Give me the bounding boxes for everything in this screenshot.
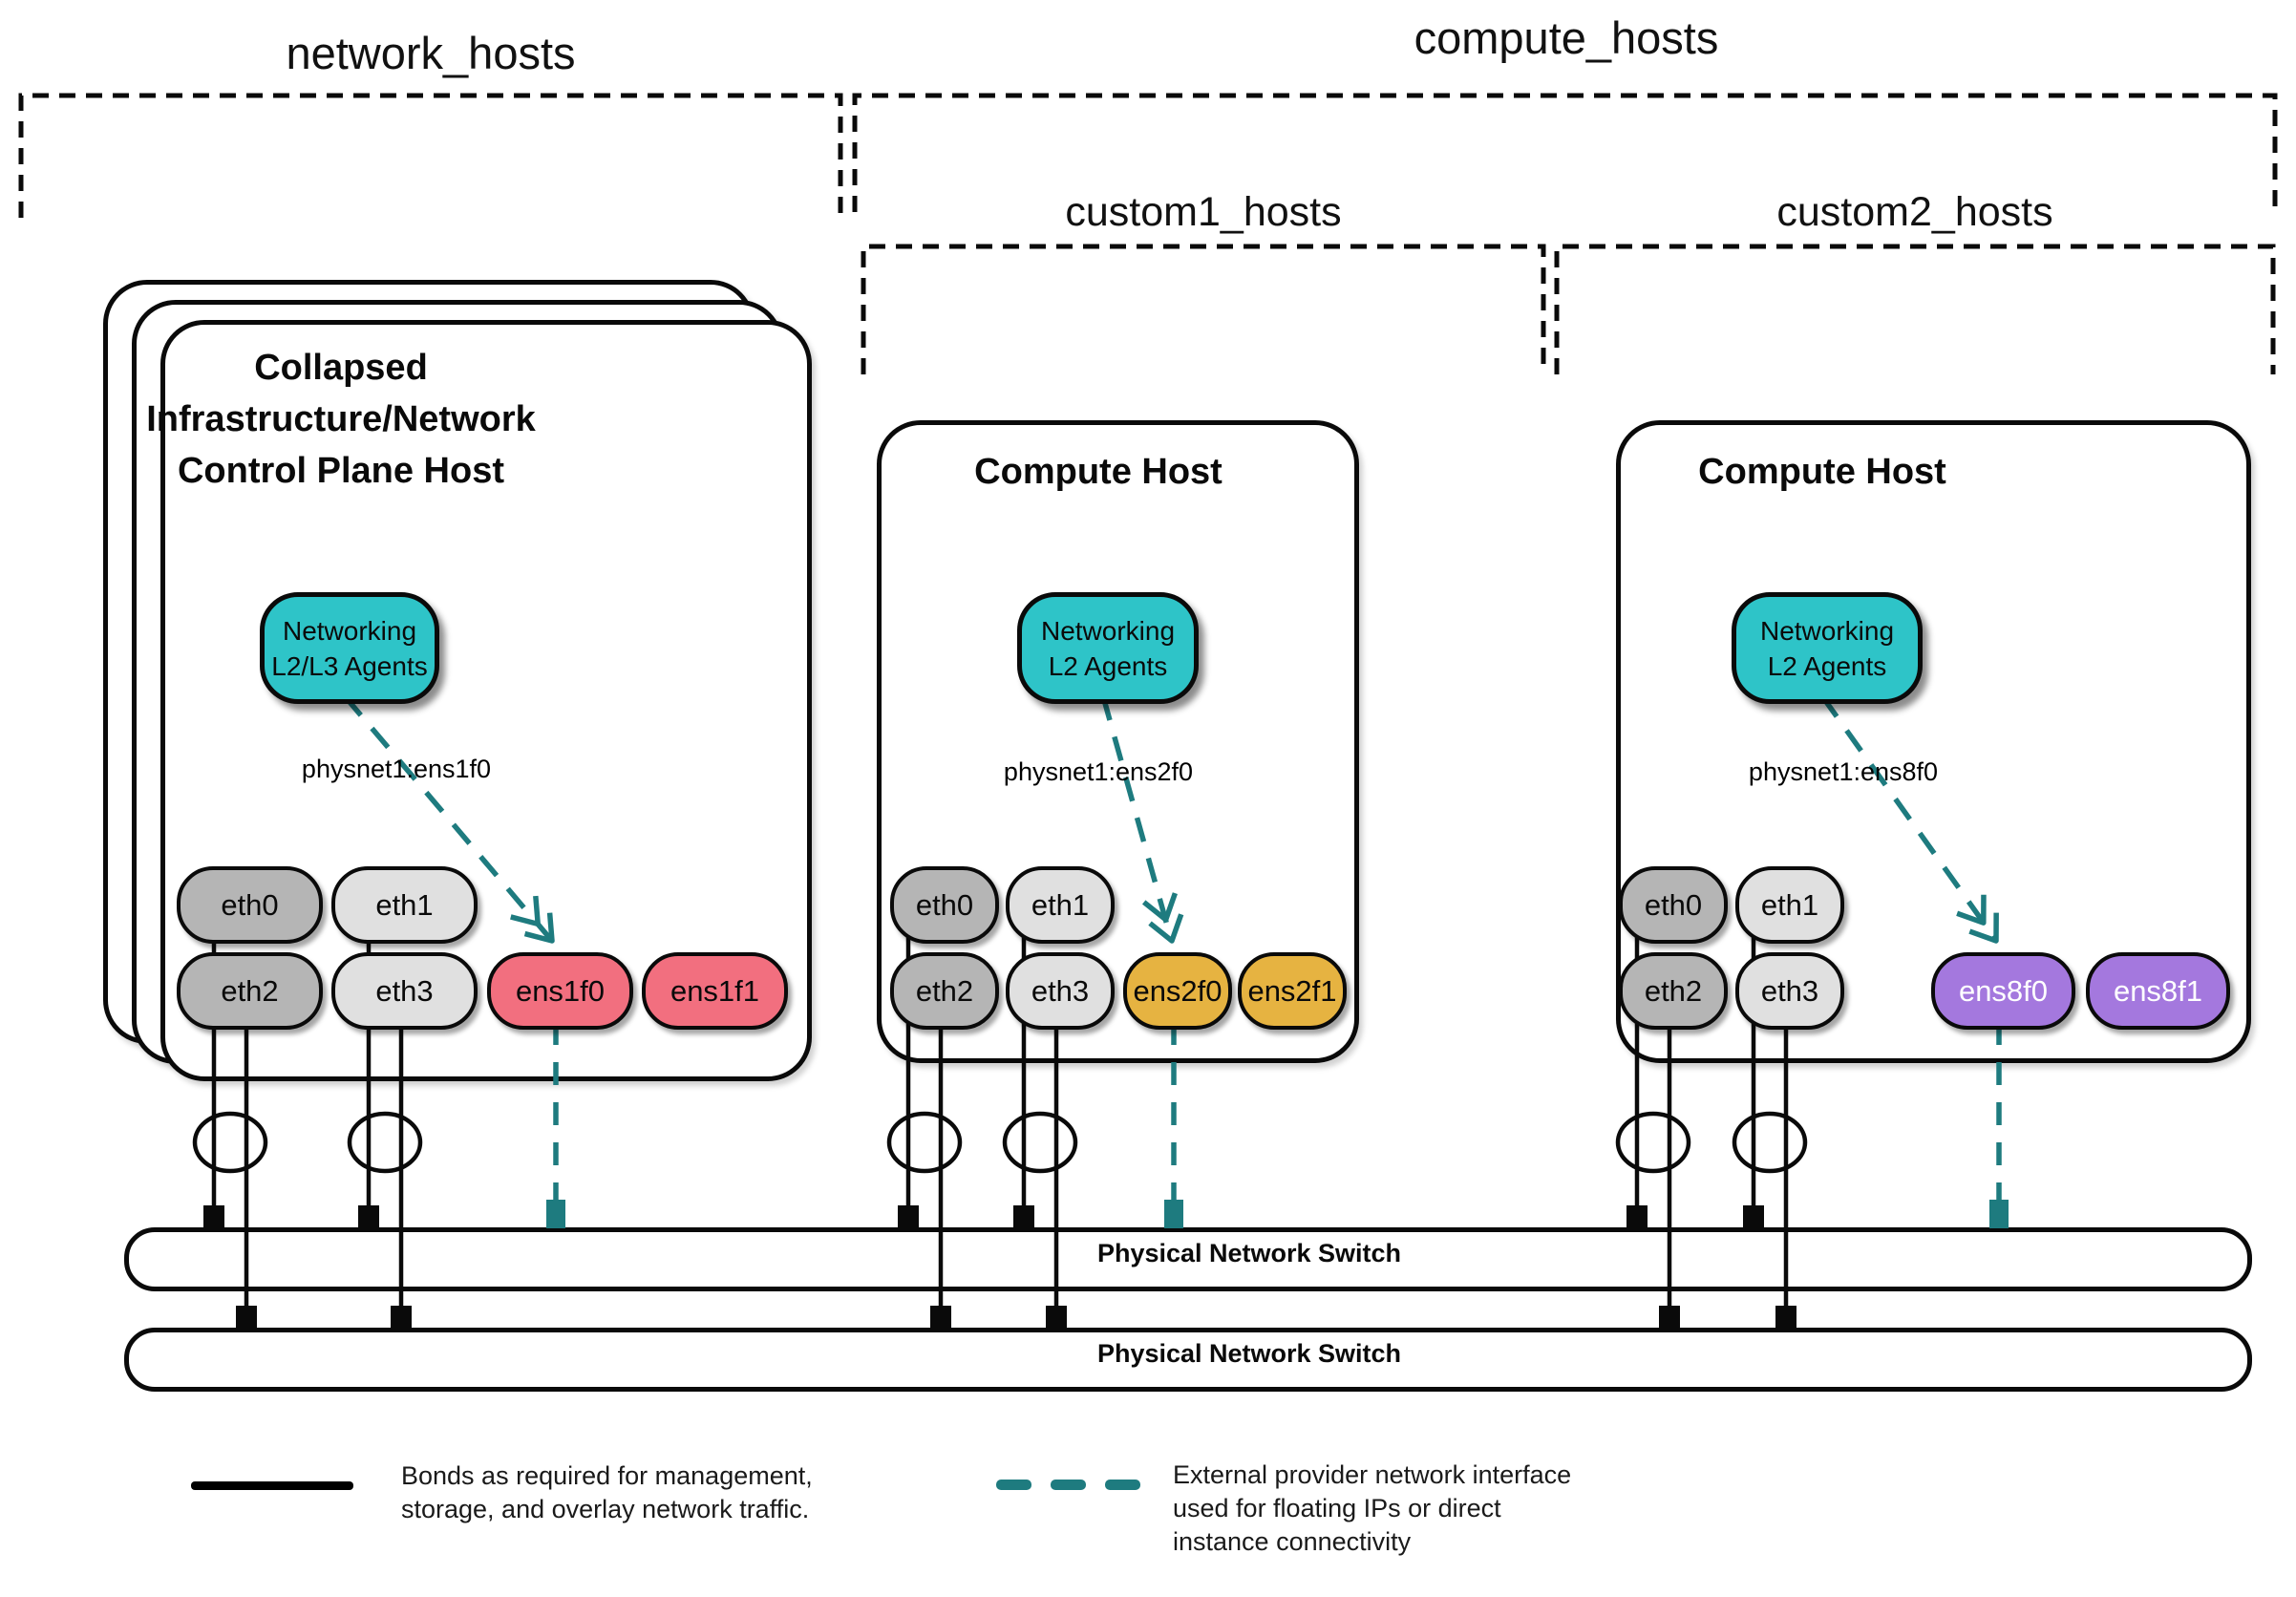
- nic-pill: eth0: [890, 866, 999, 944]
- host1-title-line3: Control Plane Host: [177, 451, 505, 491]
- nic-pill: eth1: [1006, 866, 1115, 944]
- legend-bond-line-icon: [191, 1481, 353, 1490]
- legend-external-dash-icon: [1105, 1480, 1140, 1490]
- bond-ellipse-icons: [192, 1111, 1808, 1174]
- physical-switch-2: [124, 1328, 2252, 1392]
- nic-pill: eth1: [331, 866, 478, 944]
- nic-pill: eth3: [1006, 952, 1115, 1030]
- nic-pill-provider: ens2f1: [1238, 952, 1347, 1030]
- legend-external-line1: External provider network interface: [1173, 1460, 1572, 1489]
- host2-title-line1: Compute Host: [974, 452, 1222, 492]
- host1-title-line1: Collapsed: [254, 348, 428, 388]
- host1-agent-box: Networking L2/L3 Agents: [260, 592, 439, 704]
- nic-pill: eth2: [890, 952, 999, 1030]
- host3-agent-box: Networking L2 Agents: [1732, 592, 1923, 704]
- host1-agent-line2: L2/L3 Agents: [271, 650, 428, 681]
- legend-external-text: External provider network interface used…: [1173, 1459, 1571, 1559]
- host2-title: Compute Host: [883, 446, 1313, 498]
- external-connector-squares: [546, 1200, 2009, 1228]
- physical-switch-1-label: Physical Network Switch: [1096, 1239, 1402, 1267]
- switch2-connector-squares: [236, 1306, 1796, 1329]
- host3-title-line1: Compute Host: [1698, 452, 1946, 492]
- external-network-wires: [553, 1022, 2002, 1200]
- nic-pill: eth1: [1735, 866, 1844, 944]
- nic-pill: eth3: [1735, 952, 1844, 1030]
- nic-pill-provider: ens1f1: [642, 952, 788, 1030]
- legend-bond-line2: storage, and overlay network traffic.: [401, 1495, 810, 1523]
- arrow-head-icon-host1: [510, 895, 555, 944]
- host2-physnet-label: physnet1:ens2f0: [1003, 757, 1194, 786]
- physical-switch-1: [124, 1227, 2252, 1291]
- legend-external-dash-icon: [996, 1480, 1031, 1490]
- network-hosts-label: network_hosts: [286, 28, 576, 78]
- nic-pill: eth0: [177, 866, 323, 944]
- legend-external-dash-icon: [1051, 1480, 1086, 1490]
- bracket-custom1-hosts: [861, 244, 1546, 374]
- nic-pill-provider: ens2f0: [1123, 952, 1232, 1030]
- host1-agent-line1: Networking: [282, 615, 417, 646]
- nic-pill-provider: ens1f0: [487, 952, 633, 1030]
- nic-pill: eth2: [1619, 952, 1728, 1030]
- host2-agent-line2: L2 Agents: [1048, 650, 1168, 681]
- host1-title-line2: Infrastructure/Network: [146, 399, 536, 439]
- host3-title: Compute Host: [1607, 446, 2037, 498]
- host3-physnet-label: physnet1:ens8f0: [1748, 757, 1939, 786]
- arrow-head-icon-host3: [1956, 894, 1999, 944]
- custom2-hosts-label: custom2_hosts: [1776, 189, 2053, 235]
- legend-bond-line1: Bonds as required for management,: [401, 1461, 813, 1490]
- legend-external-line3: instance connectivity: [1173, 1527, 1412, 1556]
- custom1-hosts-label: custom1_hosts: [1065, 189, 1342, 235]
- nic-pill-provider: ens8f1: [2086, 952, 2230, 1030]
- host3-agent-line1: Networking: [1759, 615, 1895, 646]
- nic-pill: eth2: [177, 952, 323, 1030]
- host1-title: Collapsed Infrastructure/Network Control…: [102, 342, 580, 497]
- host1-physnet-label: physnet1:ens1f0: [301, 755, 492, 783]
- bracket-network-hosts: [18, 93, 843, 218]
- arrow-head-icon-host2: [1141, 892, 1184, 944]
- host1-bond-wires: [211, 936, 404, 1306]
- legend-external-line2: used for floating IPs or direct: [1173, 1494, 1501, 1522]
- legend-bond-text: Bonds as required for management, storag…: [401, 1459, 813, 1526]
- nic-pill: eth3: [331, 952, 478, 1030]
- bracket-compute-hosts: [852, 93, 2278, 212]
- host2-agent-line1: Networking: [1040, 615, 1176, 646]
- host2-agent-box: Networking L2 Agents: [1017, 592, 1199, 704]
- agent-arrows: [342, 694, 1998, 943]
- compute-hosts-label: compute_hosts: [1414, 12, 1719, 63]
- bracket-custom2-hosts: [1554, 244, 2276, 374]
- host3-agent-line2: L2 Agents: [1767, 650, 1887, 681]
- physical-switch-2-label: Physical Network Switch: [1096, 1339, 1402, 1368]
- switch1-connector-squares: [203, 1205, 1764, 1228]
- nic-pill-provider: ens8f0: [1931, 952, 2075, 1030]
- nic-pill: eth0: [1619, 866, 1728, 944]
